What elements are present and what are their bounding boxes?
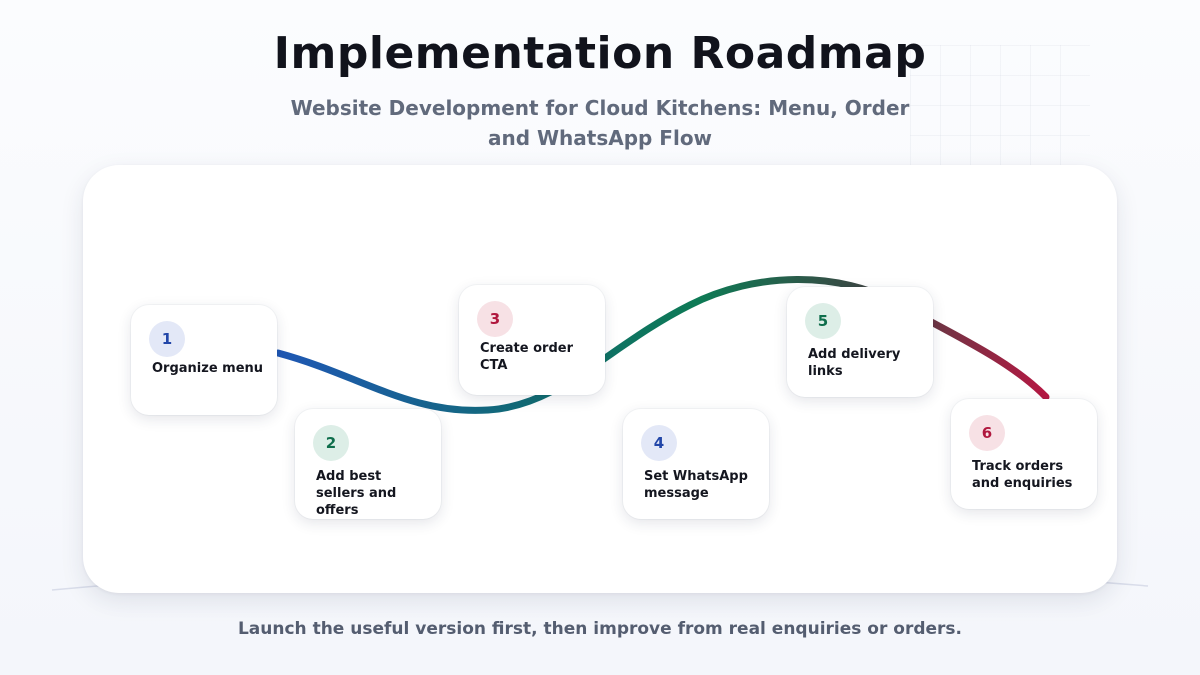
step-number-badge: 1 [149,321,185,357]
step-number-badge: 5 [805,303,841,339]
step-number-badge: 3 [477,301,513,337]
step-number-badge: 6 [969,415,1005,451]
step-number-badge: 4 [641,425,677,461]
footer-note: Launch the useful version first, then im… [237,619,963,639]
roadmap-path-line [274,276,1050,414]
background-grid [910,45,1090,165]
step-label: Organize menu [152,361,264,376]
step-label: Track orders and enquiries [972,459,1073,491]
step-label: Add best sellers and offers [316,469,397,518]
step-label: Set WhatsApp message [644,469,748,501]
page-subtitle: Website Development for Cloud Kitchens: … [290,96,910,150]
step-card-4: 4 Set WhatsApp message [623,409,769,519]
step-card-5: 5 Add delivery links [787,287,933,397]
step-card-1: 1 Organize menu [131,305,277,415]
step-card-6: 6 Track orders and enquiries [951,399,1097,509]
step-label: Add delivery links [808,347,901,379]
step-number-badge: 2 [313,425,349,461]
step-card-3: 3 Create order CTA [459,285,605,395]
step-label: Create order CTA [480,341,573,373]
page-title: Implementation Roadmap [273,28,927,79]
step-card-2: 2 Add best sellers and offers [295,409,441,519]
